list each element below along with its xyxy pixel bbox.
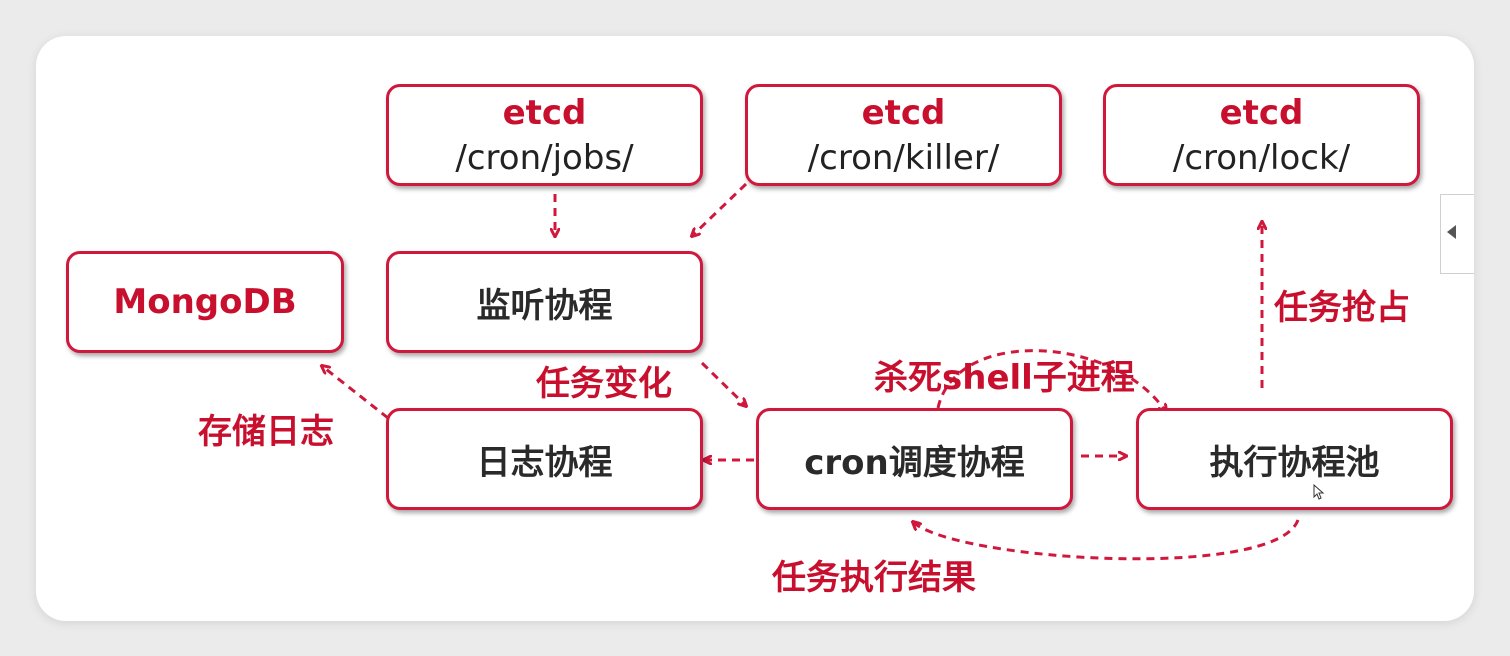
watch-coroutine-box: 监听协程 bbox=[386, 251, 703, 353]
kill-shell-label: 杀死shell子进程 bbox=[874, 358, 1135, 398]
mouse-cursor-icon bbox=[1313, 484, 1325, 500]
arrow-killer-to-watch bbox=[692, 182, 748, 236]
scheduler-coroutine-box: cron调度协程 bbox=[756, 408, 1073, 510]
store-log-label: 存储日志 bbox=[198, 412, 334, 452]
arrow-task-result bbox=[913, 519, 1300, 561]
collapse-arrow-icon[interactable] bbox=[1447, 225, 1456, 239]
task-result-label: 任务执行结果 bbox=[772, 558, 976, 598]
executor-pool-box: 执行协程池 bbox=[1136, 408, 1453, 510]
etcd-lock-title: etcd bbox=[1219, 93, 1304, 133]
mongodb-box: MongoDB bbox=[66, 251, 344, 353]
log-coroutine-box: 日志协程 bbox=[386, 408, 703, 510]
diagram-canvas: etcd /cron/jobs/ etcd /cron/killer/ etcd… bbox=[36, 36, 1474, 621]
mongodb-label: MongoDB bbox=[113, 282, 297, 322]
scheduler-coroutine-label: cron调度协程 bbox=[804, 442, 1025, 483]
arrow-log-to-mongodb bbox=[322, 366, 389, 420]
task-change-label: 任务变化 bbox=[536, 364, 672, 404]
etcd-jobs-path: /cron/jobs/ bbox=[455, 138, 634, 178]
task-lock-label: 任务抢占 bbox=[1274, 288, 1410, 328]
side-panel-tab[interactable] bbox=[1440, 194, 1474, 274]
etcd-killer-box: etcd /cron/killer/ bbox=[745, 84, 1062, 186]
log-coroutine-label: 日志协程 bbox=[476, 442, 613, 483]
etcd-killer-path: /cron/killer/ bbox=[807, 138, 1000, 178]
etcd-jobs-title: etcd bbox=[502, 93, 587, 133]
arrows-layer bbox=[36, 182, 1300, 561]
watch-coroutine-label: 监听协程 bbox=[476, 285, 613, 326]
executor-pool-label: 执行协程池 bbox=[1209, 442, 1380, 483]
etcd-killer-title: etcd bbox=[861, 93, 946, 133]
etcd-lock-path: /cron/lock/ bbox=[1172, 138, 1351, 178]
arrow-kill-shell bbox=[936, 349, 1166, 412]
etcd-jobs-box: etcd /cron/jobs/ bbox=[386, 84, 703, 186]
arrow-watch-to-scheduler bbox=[700, 361, 746, 406]
etcd-lock-box: etcd /cron/lock/ bbox=[1103, 84, 1420, 186]
